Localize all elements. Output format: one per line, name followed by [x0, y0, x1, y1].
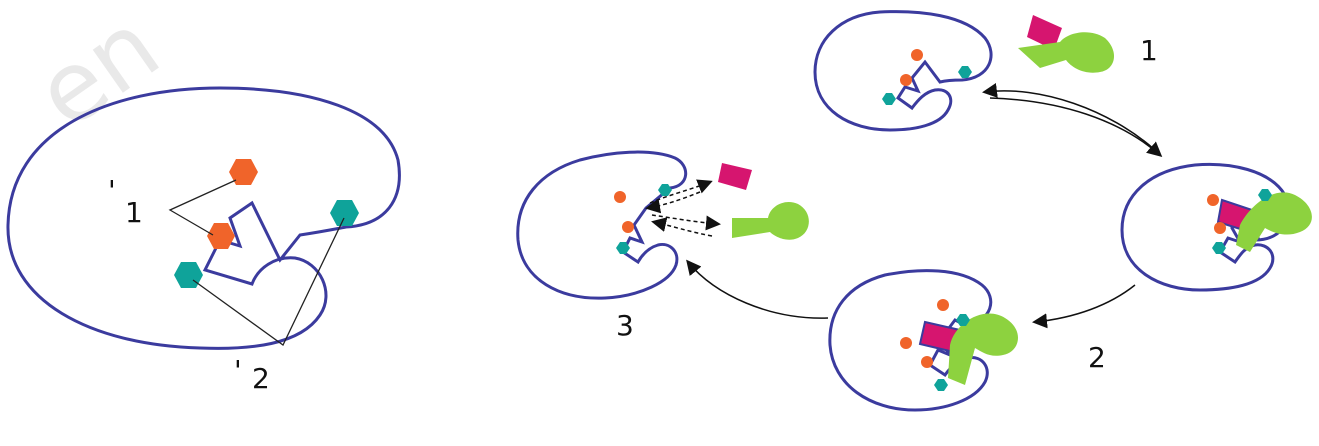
stage-3-release-arrow-2	[645, 191, 701, 214]
cycle-label-2: 2	[1088, 341, 1106, 374]
cycle-label-3: 3	[616, 309, 634, 342]
stage-right-orange-dot-1	[1207, 194, 1219, 206]
stage-3-orange-dot-2	[622, 221, 634, 233]
stage-2-green-substrate	[948, 313, 1018, 385]
stage-3-release-arrow-1	[649, 179, 713, 204]
cycle-label-1: 1	[1140, 34, 1158, 67]
stage-2-orange-dot-3	[921, 356, 933, 368]
left-label-2-mark: '	[234, 354, 242, 387]
left-label-1-mark: '	[108, 174, 116, 207]
left-enzyme-outline	[6, 86, 401, 350]
arrow-right-to-1	[982, 83, 1156, 151]
stage-3-magenta-product	[718, 163, 752, 190]
left-orange-hexagon-2	[207, 223, 235, 249]
cycle-stage-3: 3	[516, 150, 809, 342]
cycle-stage-2: 2	[828, 269, 1106, 412]
stage-3-release-arrow-4	[651, 217, 713, 237]
left-label-1: 1	[125, 196, 143, 229]
arrow-1-to-right	[989, 97, 1163, 157]
left-enzyme: 1 ' 2 '	[6, 86, 401, 395]
cycle-stage-1: 1	[813, 10, 1158, 132]
arrow-2-to-3	[686, 259, 829, 319]
stage-3-enzyme-outline	[516, 150, 688, 300]
stage-3-teal-dot-2	[616, 242, 630, 254]
stage-2-orange-dot-1	[937, 299, 949, 311]
stage-right-teal-dot-1	[1258, 189, 1272, 201]
stage-1-enzyme-outline	[813, 10, 993, 132]
stage-1-teal-dot-2	[882, 93, 896, 105]
stage-3-green-product	[732, 201, 809, 240]
stage-1-teal-dot-1	[958, 66, 972, 78]
stage-right-green-substrate	[1236, 192, 1312, 252]
watermark-text: en	[16, 0, 178, 150]
stage-right-teal-dot-2	[1212, 242, 1226, 254]
stage-2-orange-dot-2	[900, 337, 912, 349]
left-pointer-lines-1	[168, 179, 237, 236]
left-pointer-lines-2	[192, 217, 345, 346]
stage-right-orange-dot-2	[1214, 222, 1226, 234]
stage-2-teal-dot-1	[956, 314, 970, 326]
stage-1-orange-dot-2	[900, 74, 912, 86]
arrow-right-to-2	[1032, 284, 1136, 329]
stage-1-green-substrate	[1018, 32, 1115, 73]
left-teal-hexagon-1	[330, 200, 359, 226]
stage-3-release-arrow-3	[651, 214, 721, 231]
stage-3-teal-dot-1	[658, 184, 672, 196]
cycle-stage-right	[1120, 162, 1312, 292]
stage-1-magenta-substrate	[1027, 15, 1062, 50]
stage-1-orange-dot-1	[911, 49, 923, 61]
left-orange-hexagon-1	[229, 159, 258, 185]
stage-3-orange-dot-1	[614, 191, 626, 203]
left-label-2: 2	[252, 362, 270, 395]
stage-2-teal-dot-2	[934, 379, 948, 391]
